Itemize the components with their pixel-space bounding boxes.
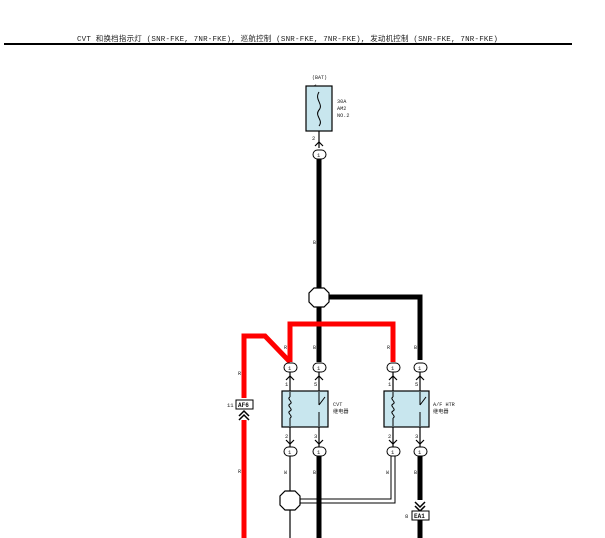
af6-connector[interactable] bbox=[235, 399, 254, 410]
af-relay-pin2-terminal[interactable] bbox=[386, 446, 401, 457]
wire-code-main: B bbox=[313, 240, 316, 246]
cvt-relay-label: CVT bbox=[333, 402, 342, 408]
cvt-relay-label-2: 继电器 bbox=[333, 407, 349, 415]
af-coil-wire-a[interactable] bbox=[300, 456, 392, 500]
cvt-relay-pin5: 5 bbox=[314, 381, 317, 388]
ea1-connector[interactable] bbox=[411, 510, 430, 521]
cvt-relay-coil-icon bbox=[288, 396, 292, 419]
af-relay-feed-wire[interactable] bbox=[328, 294, 423, 360]
cvt-relay-pin3: 3 bbox=[314, 433, 317, 440]
relay-input-leads bbox=[285, 372, 425, 392]
fuse-arrow-icon bbox=[314, 141, 324, 147]
af-relay-pin1-terminal-label: 1 bbox=[391, 365, 395, 372]
af-coil-wire-b[interactable] bbox=[300, 456, 396, 504]
fuse-symbol-icon bbox=[317, 91, 321, 127]
af-relay-box[interactable] bbox=[383, 390, 430, 428]
red-control-wire[interactable] bbox=[287, 321, 396, 362]
fuse-name-2: NO.2 bbox=[337, 113, 349, 119]
cvt-relay-pin2-terminal-label: 1 bbox=[288, 449, 292, 456]
cvt-relay-pin2: 2 bbox=[285, 433, 288, 440]
cvt-relay-box[interactable] bbox=[281, 390, 329, 428]
diagram-title: CVT 和换档指示灯 (SNR-FKE, 7NR-FKE), 巡航控制 (SNR… bbox=[76, 36, 499, 44]
wire-code-b-5: B bbox=[414, 470, 417, 476]
fuse-name-1: AM2 bbox=[337, 106, 346, 112]
af6-arrow-icon bbox=[238, 409, 250, 417]
af-relay-pin5-terminal-label: 1 bbox=[418, 365, 422, 372]
fuse-rating: 30A bbox=[337, 99, 347, 105]
af-relay-pin5: 5 bbox=[415, 381, 418, 388]
wire-code-red-4: R bbox=[387, 345, 390, 351]
title-rule bbox=[4, 43, 572, 45]
wire-code-red-3: R bbox=[284, 345, 287, 351]
splice-junction-top[interactable] bbox=[308, 287, 330, 308]
cvt-relay-pin5-terminal-label: 1 bbox=[317, 365, 321, 372]
af-relay-pin2: 2 bbox=[388, 433, 391, 440]
ea1-pin: 8 bbox=[405, 513, 408, 520]
af-relay-label-2: 继电器 bbox=[433, 407, 449, 415]
splice-junction-bottom[interactable] bbox=[279, 490, 301, 511]
cvt-relay-pin1: 1 bbox=[285, 381, 289, 388]
af6-pin: 11 bbox=[227, 402, 234, 409]
relay-output-leads bbox=[285, 427, 425, 447]
ea1-arrow-icon bbox=[414, 501, 426, 509]
fuse-pin-bottom: 2 bbox=[312, 135, 315, 142]
fuse-source-label: (BAT) bbox=[312, 75, 327, 81]
af-relay-pin3: 3 bbox=[415, 433, 418, 440]
wire-code-w-2: W bbox=[386, 470, 389, 476]
cvt-relay-pin3-terminal-label: 1 bbox=[317, 449, 321, 456]
red-af6-wire[interactable] bbox=[241, 333, 292, 398]
wire-code-b-4: B bbox=[313, 470, 316, 476]
cvt-relay-pin1-terminal-label: 1 bbox=[288, 365, 292, 372]
af-relay-pin3-terminal-label: 1 bbox=[418, 449, 422, 456]
af-relay-pin2-terminal-label: 1 bbox=[391, 449, 395, 456]
fuse-terminal-label: 1 bbox=[317, 152, 321, 159]
wire-code-b-2: B bbox=[313, 345, 316, 351]
ea1-connector-label: EA1 bbox=[414, 513, 425, 520]
wire-code-b-3: B bbox=[414, 345, 417, 351]
wire-code-red-2: R bbox=[238, 469, 241, 475]
af-relay-pin1: 1 bbox=[388, 381, 392, 388]
af6-connector-label: AF6 bbox=[238, 402, 249, 409]
wire-code-red-1: R bbox=[238, 371, 241, 377]
af-relay-coil-icon bbox=[391, 396, 395, 419]
wire-code-w-1: W bbox=[284, 470, 287, 476]
af-relay-label: A/F HTR bbox=[433, 402, 455, 408]
